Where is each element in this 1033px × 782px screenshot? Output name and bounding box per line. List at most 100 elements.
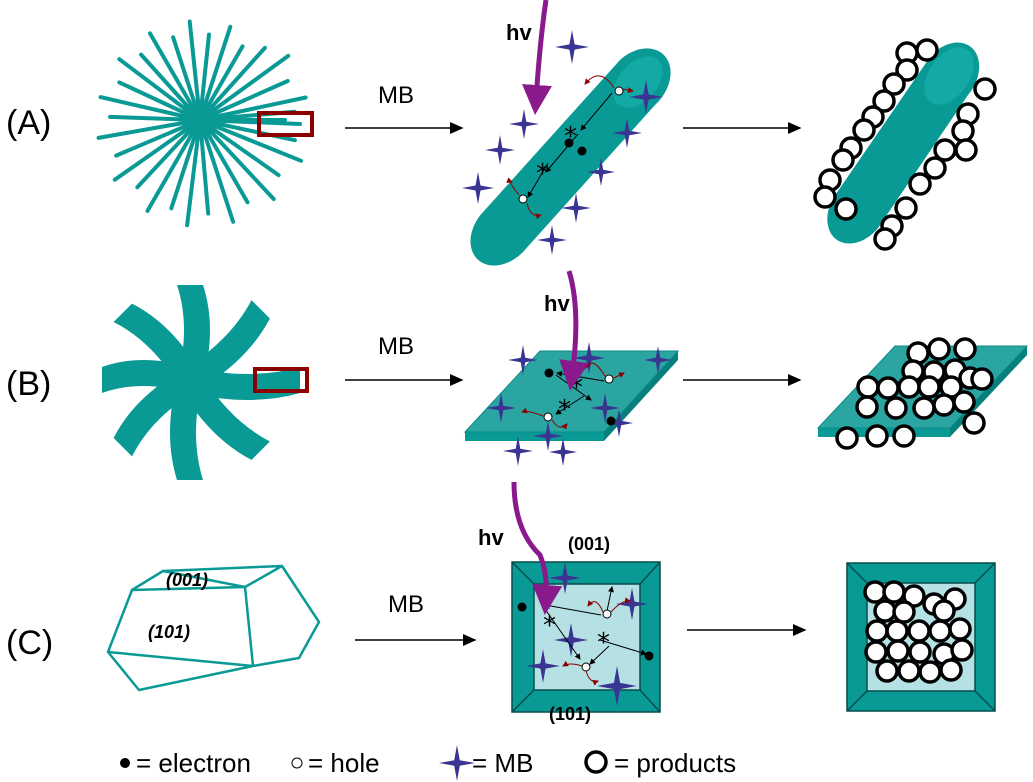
hv-label-c: hv xyxy=(478,525,504,550)
nanorod xyxy=(117,80,202,122)
facet-label-101-crystal: (101) xyxy=(148,622,191,642)
nanorod xyxy=(148,31,202,122)
nanorod xyxy=(198,118,276,201)
nanorod xyxy=(145,118,202,213)
facet-label-001-topview: (001) xyxy=(568,534,611,554)
product-circle xyxy=(873,599,897,623)
product-circle xyxy=(865,619,889,643)
hv-label-a: hv xyxy=(506,20,532,45)
highlight-box-b xyxy=(253,367,309,393)
svg-text:*: * xyxy=(536,159,549,189)
svg-text:*: * xyxy=(543,611,556,641)
product-circle xyxy=(873,227,897,251)
product-circle xyxy=(872,89,896,113)
nanorod xyxy=(108,114,202,122)
product-circle xyxy=(892,424,916,448)
product-circle xyxy=(908,640,932,664)
product-circle xyxy=(831,148,855,172)
facet-label-001-crystal: (001) xyxy=(166,570,209,590)
mb-star-icon xyxy=(590,393,620,423)
product-circle xyxy=(882,72,906,96)
reagent-label-c: MB xyxy=(388,591,424,618)
charge-carriers-a: * * xyxy=(506,75,634,220)
product-circle xyxy=(875,659,899,683)
product-circle xyxy=(907,619,931,643)
product-circle xyxy=(917,375,941,399)
nanorod xyxy=(187,19,202,122)
product-circle xyxy=(864,640,888,664)
mb-star-icon xyxy=(439,745,475,781)
svg-text:*: * xyxy=(570,373,583,403)
row-label-b: (B) xyxy=(6,365,52,403)
legend-mb-star-icon xyxy=(439,745,475,781)
product-circle xyxy=(895,58,919,82)
nanorod xyxy=(198,45,267,122)
mb-star-icon xyxy=(549,438,577,466)
products-a xyxy=(813,38,997,251)
charge-carriers-c: * * xyxy=(517,586,654,686)
nanosheet-petal xyxy=(177,285,210,380)
nanorod xyxy=(198,118,250,205)
mb-star-icon xyxy=(554,623,588,657)
hv-arrow-a xyxy=(522,0,552,115)
nanorod xyxy=(169,118,202,211)
product-circle xyxy=(970,367,994,391)
mb-stars-c xyxy=(526,562,648,706)
legend-electron-symbol xyxy=(120,758,130,768)
nanorod xyxy=(198,118,302,126)
nanosheet-petal xyxy=(113,303,200,390)
product-circle xyxy=(954,138,978,162)
product-circle xyxy=(928,619,952,643)
product-circle xyxy=(948,617,972,641)
mb-star-icon xyxy=(629,80,663,114)
product-circle xyxy=(897,659,921,683)
legend-products: = products xyxy=(614,748,737,778)
nanorod xyxy=(198,118,211,216)
product-circle xyxy=(856,375,880,399)
product-circle xyxy=(923,156,947,180)
mb-star-icon xyxy=(605,409,633,437)
nanorod xyxy=(198,95,308,122)
mb-star-icon xyxy=(573,342,605,374)
nanorod xyxy=(198,118,304,163)
nanorod xyxy=(198,118,236,224)
product-circle xyxy=(939,658,963,682)
nanorod-urchin xyxy=(96,19,308,228)
product-circle xyxy=(897,375,921,399)
svg-text:*: * xyxy=(597,628,610,658)
nanosheet-petal xyxy=(113,370,200,457)
mb-star-icon xyxy=(561,193,591,223)
mb-stars-b xyxy=(486,342,672,466)
mb-star-icon xyxy=(587,158,615,186)
nanorod xyxy=(198,44,245,122)
mb-star-icon xyxy=(616,588,648,620)
product-circle xyxy=(835,426,859,450)
mb-star-icon xyxy=(526,649,560,683)
anatase-crystal xyxy=(106,564,321,692)
products-c xyxy=(863,580,974,684)
mb-star-icon xyxy=(644,346,672,374)
product-circle xyxy=(886,639,910,663)
product-circle xyxy=(855,395,879,419)
product-circle xyxy=(813,185,837,209)
nanorod xyxy=(135,118,202,190)
product-circle xyxy=(932,599,956,623)
product-circle xyxy=(863,580,887,604)
product-circle xyxy=(915,38,939,62)
nanorod xyxy=(96,118,202,140)
product-circle xyxy=(885,619,909,643)
hv-arrow-b xyxy=(559,270,589,391)
mb-star-icon xyxy=(503,436,533,466)
product-circle xyxy=(953,337,977,361)
legend-products-symbol xyxy=(584,750,608,774)
product-circle xyxy=(894,196,918,220)
reagent-label-b: MB xyxy=(378,333,414,360)
product-circle xyxy=(882,580,906,604)
product-circle xyxy=(852,118,876,142)
nanorod xyxy=(139,52,202,122)
mb-star-icon xyxy=(533,421,563,451)
nanorod xyxy=(98,95,202,122)
nanorod xyxy=(185,118,202,228)
product-circle xyxy=(932,393,956,417)
mb-star-icon xyxy=(597,666,637,706)
